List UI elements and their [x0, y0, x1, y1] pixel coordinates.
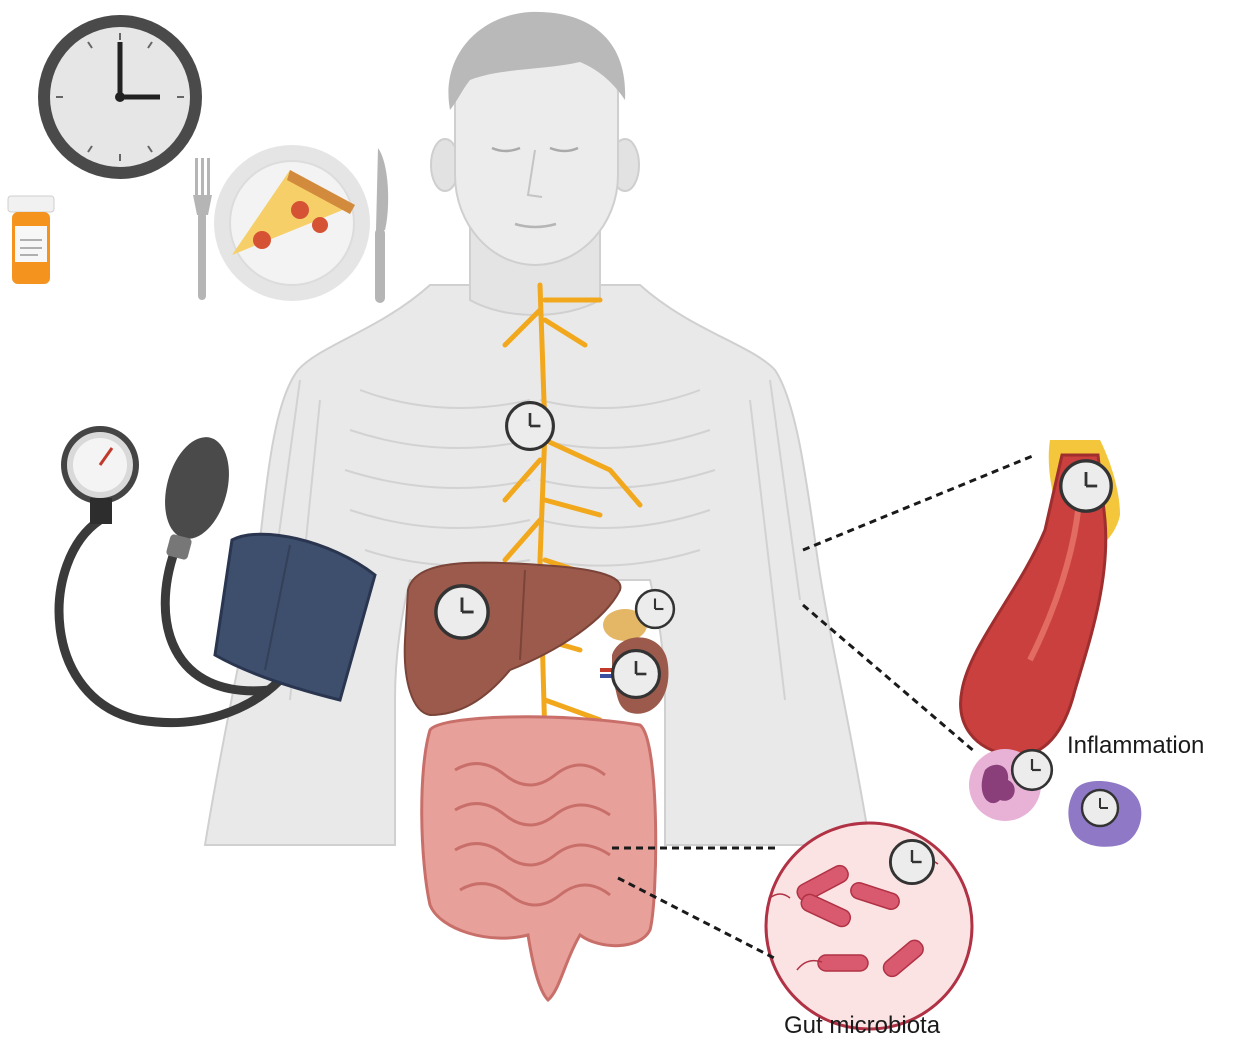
gut-microbiota-label: Gut microbiota: [784, 1012, 941, 1039]
fork-icon: [193, 158, 212, 300]
inflammation-label: Inflammation: [1067, 732, 1204, 759]
pizza-plate-icon: [214, 145, 370, 301]
intestine-icon: [422, 717, 656, 1000]
liver-icon: [405, 563, 621, 715]
pill-bottle-icon: [8, 196, 54, 284]
knife-icon: [375, 148, 388, 303]
wall-clock-icon: [38, 15, 202, 179]
gut-microbiota-magnifier: [766, 823, 972, 1029]
